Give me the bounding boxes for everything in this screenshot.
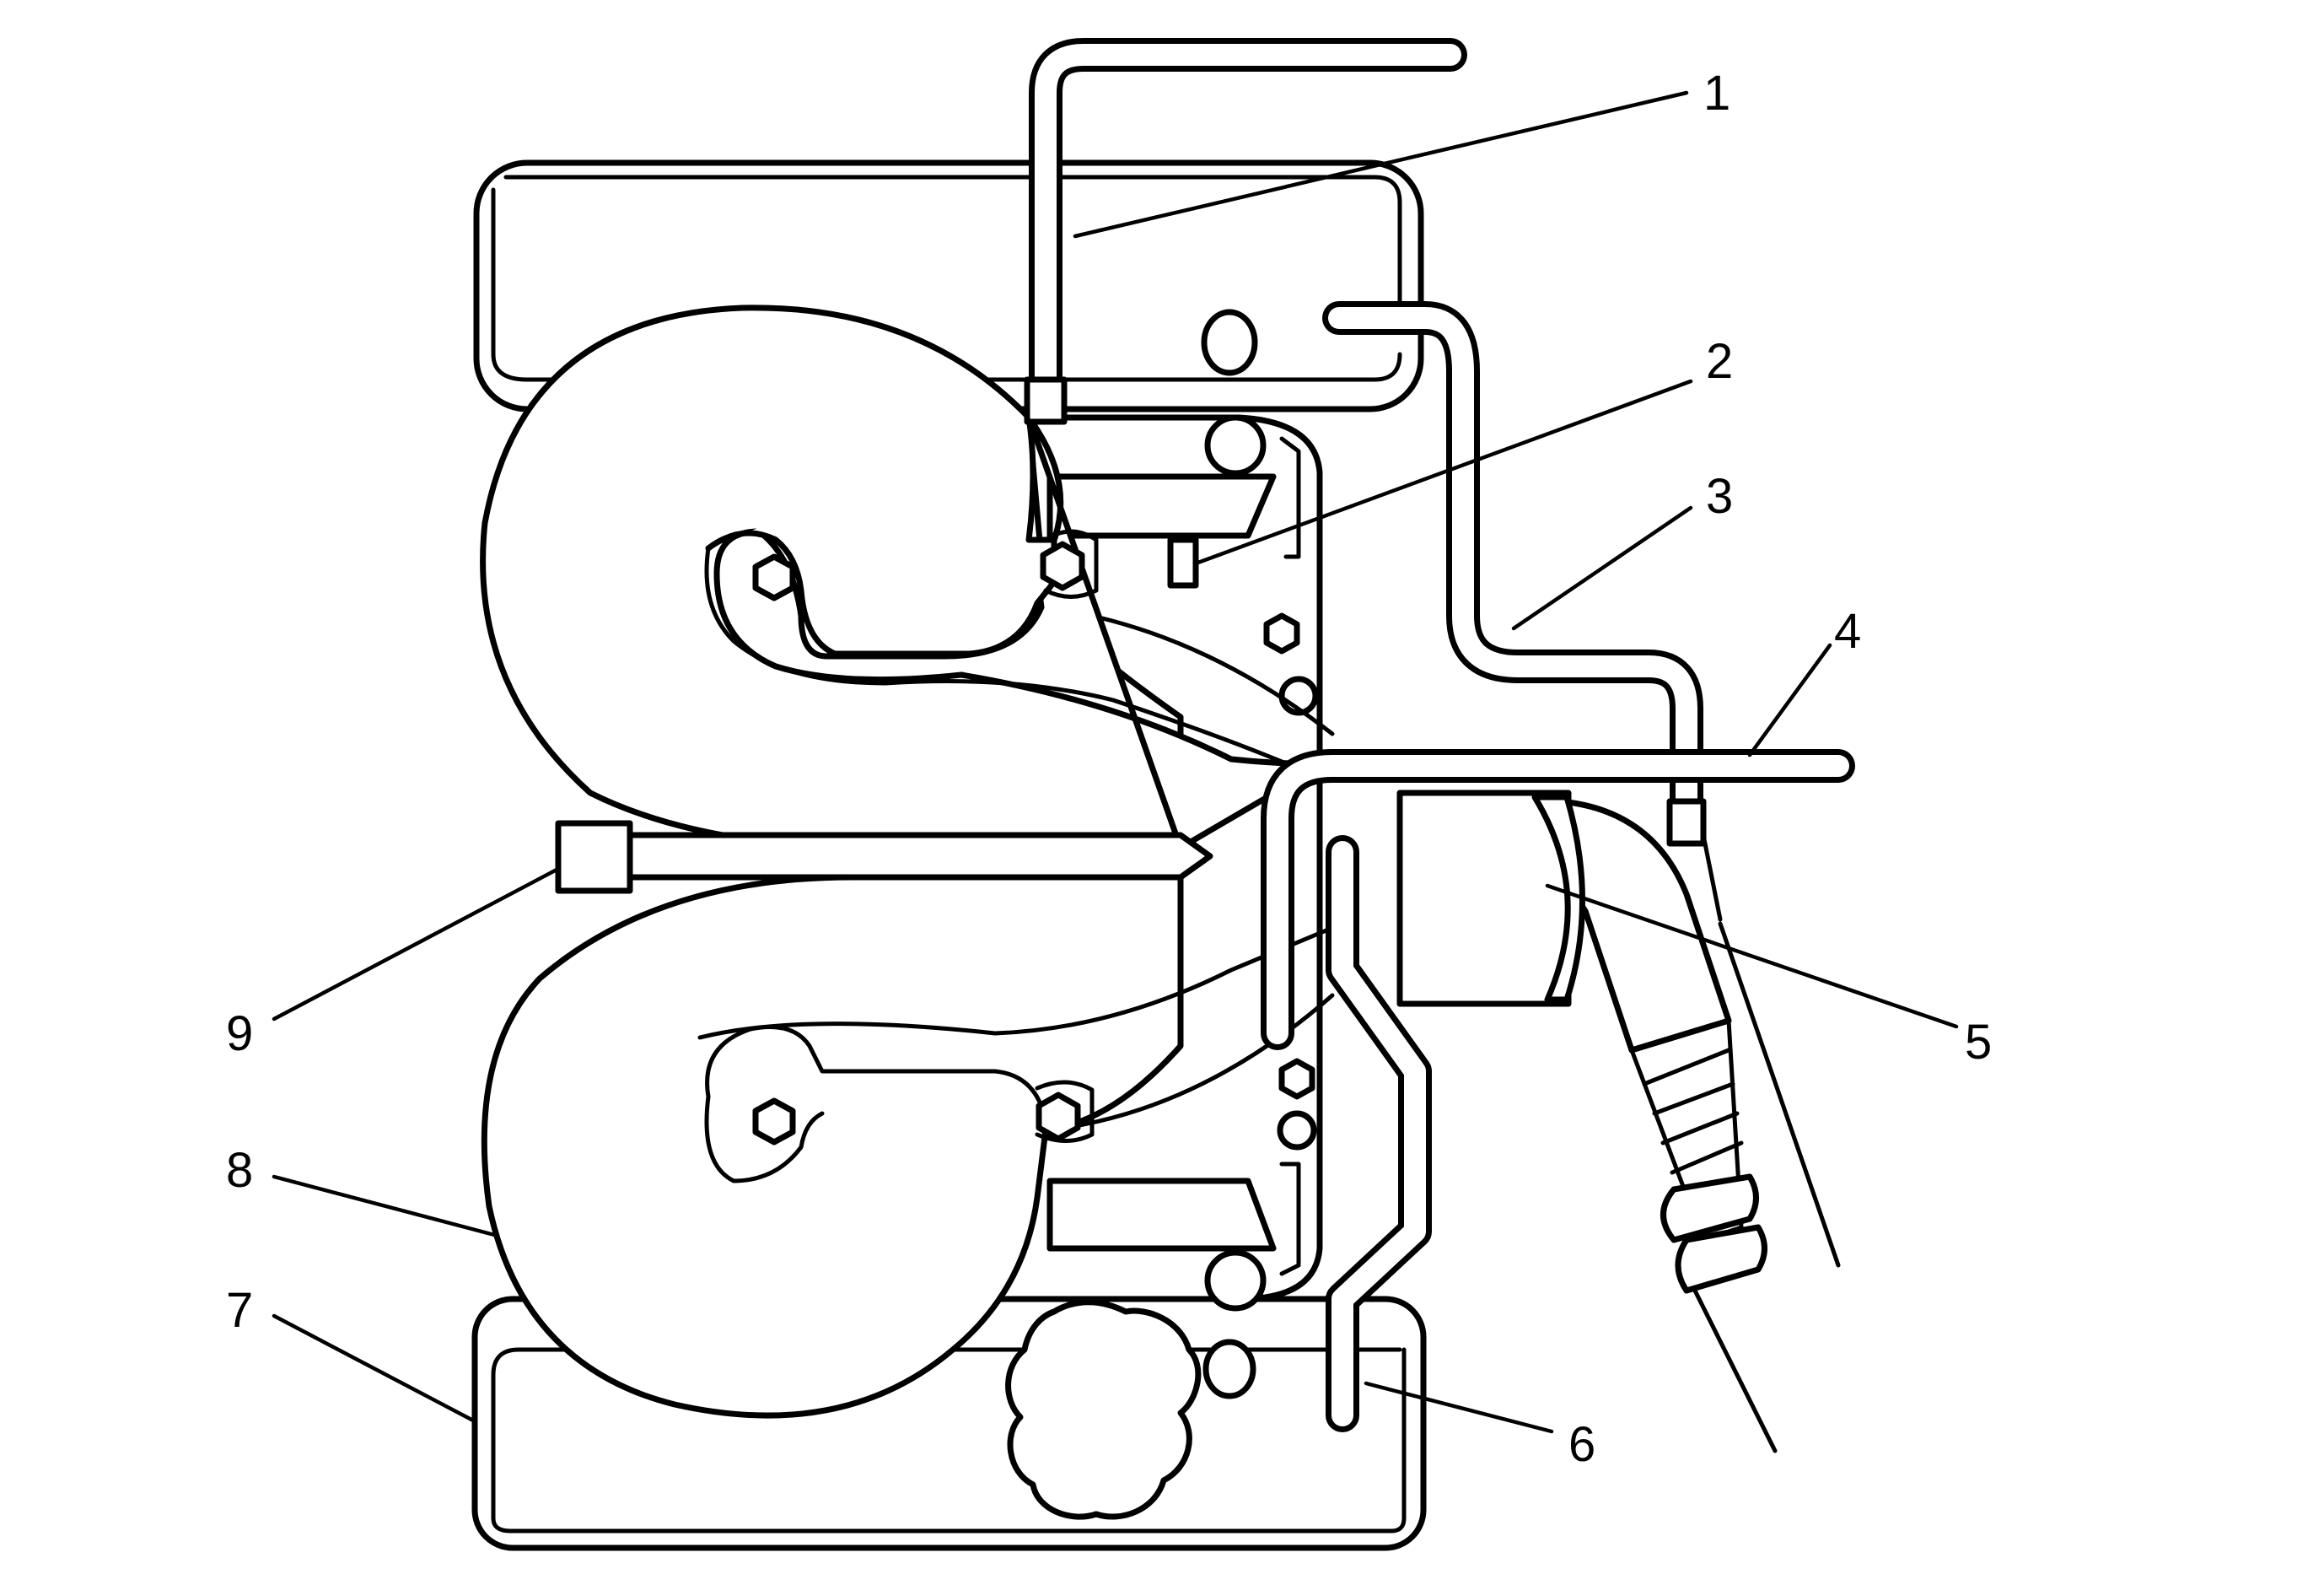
divider-fitting: [555, 820, 1213, 894]
leader-3: [1511, 505, 1693, 631]
lower-shroud: [481, 874, 1335, 1419]
leader-9: [272, 866, 561, 1021]
upper-tube: [1024, 38, 1467, 425]
callout-6: 6: [1568, 1417, 1595, 1472]
leader-2: [1193, 379, 1693, 566]
callout-7: 7: [226, 1283, 253, 1338]
leader-6: [1364, 1381, 1554, 1434]
leader-8: [272, 1174, 500, 1238]
fill-cap: [1005, 1299, 1202, 1520]
callout-5: 5: [1965, 1015, 1992, 1070]
callout-3: 3: [1706, 469, 1733, 524]
coolant-tube-3: [1322, 301, 1723, 922]
leader-4: [1747, 643, 1832, 757]
callout-labels: 1 2 3 4 5 6 7 8 9: [226, 66, 1992, 1472]
leader-7: [272, 1313, 477, 1424]
callout-4: 4: [1834, 604, 1861, 659]
leader-1: [1073, 90, 1689, 239]
callout-1: 1: [1703, 66, 1730, 121]
upper-shroud: [480, 305, 1336, 851]
leader-lines: [272, 90, 1959, 1434]
callout-9: 9: [226, 1006, 253, 1061]
coolant-tube-4: [1261, 749, 1855, 1050]
coolant-tube-6: [1326, 835, 1432, 1432]
hose-5: [1396, 790, 1841, 1453]
leader-5: [1545, 883, 1959, 1029]
callout-2: 2: [1706, 334, 1733, 389]
callout-8: 8: [226, 1143, 253, 1198]
